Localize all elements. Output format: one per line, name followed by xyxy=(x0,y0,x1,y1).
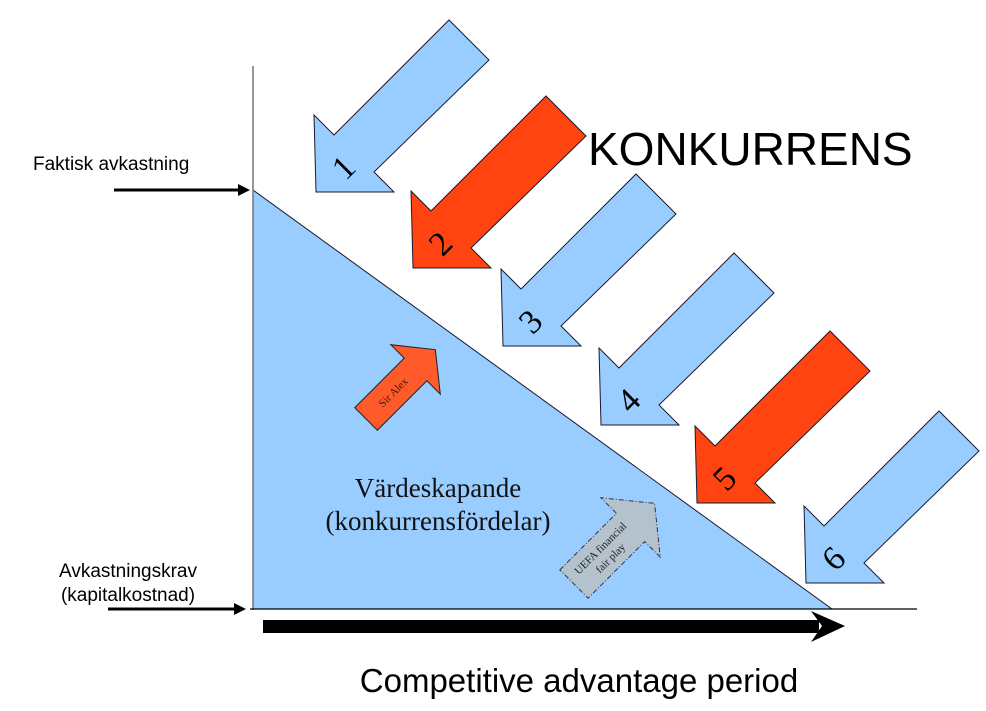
value-creation-area xyxy=(252,189,834,610)
value-area-label-line1: Värdeskapande xyxy=(355,473,521,503)
competition-arrow-6: 6 xyxy=(803,410,980,584)
competition-arrow-5: 5 xyxy=(694,330,871,504)
competition-arrow-shape xyxy=(500,173,677,347)
required-return-label-line2: (kapitalkostnad) xyxy=(61,585,195,606)
competition-arrow-shape xyxy=(694,330,871,504)
actual-return-pointer-arrow xyxy=(114,184,250,196)
time-arrow xyxy=(263,611,845,642)
competition-arrow-1: 1 xyxy=(313,19,490,193)
competition-arrow-3: 3 xyxy=(500,173,677,347)
competition-arrow-4: 4 xyxy=(598,252,775,426)
value-area-label-line2: (konkurrensfördelar) xyxy=(326,506,551,536)
x-axis-label: Competitive advantage period xyxy=(360,662,798,699)
competition-arrow-shape xyxy=(803,410,980,584)
sir-alex-arrow-shape xyxy=(354,344,441,431)
actual-return-label: Faktisk avkastning xyxy=(33,154,189,175)
competition-title: KONKURRENS xyxy=(588,123,913,175)
competition-arrow-shape xyxy=(598,252,775,426)
required-return-label-line1: Avkastningskrav xyxy=(59,561,197,582)
required-return-pointer-arrow xyxy=(108,603,246,615)
competition-arrow-shape xyxy=(410,95,587,269)
competition-arrow-shape xyxy=(313,19,490,193)
uefa-ffp-arrow-shape xyxy=(559,497,661,599)
competition-arrow-2: 2 xyxy=(410,95,587,269)
